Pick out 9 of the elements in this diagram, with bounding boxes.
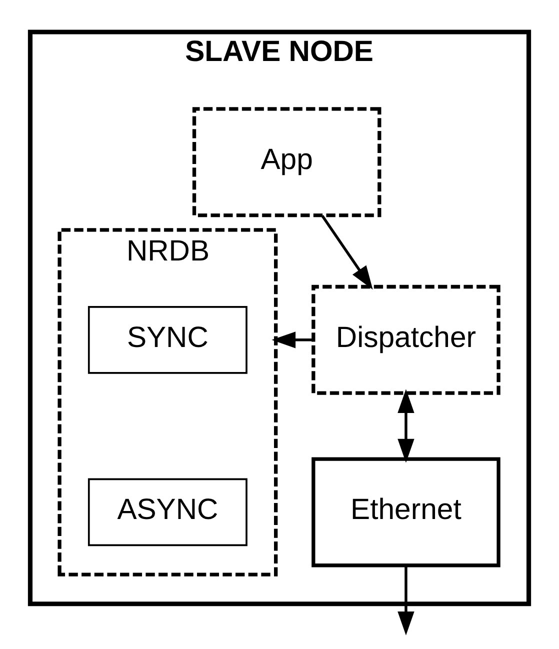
arrow bbox=[321, 214, 373, 290]
node-box: Dispatcher bbox=[312, 284, 500, 394]
arrow bbox=[398, 388, 414, 462]
node-box: App bbox=[192, 106, 382, 217]
arrow bbox=[398, 565, 414, 635]
node-box: Ethernet bbox=[312, 456, 500, 567]
arrow bbox=[272, 331, 314, 348]
node-box: SYNC bbox=[88, 306, 248, 374]
node-box: ASYNC bbox=[88, 478, 248, 546]
